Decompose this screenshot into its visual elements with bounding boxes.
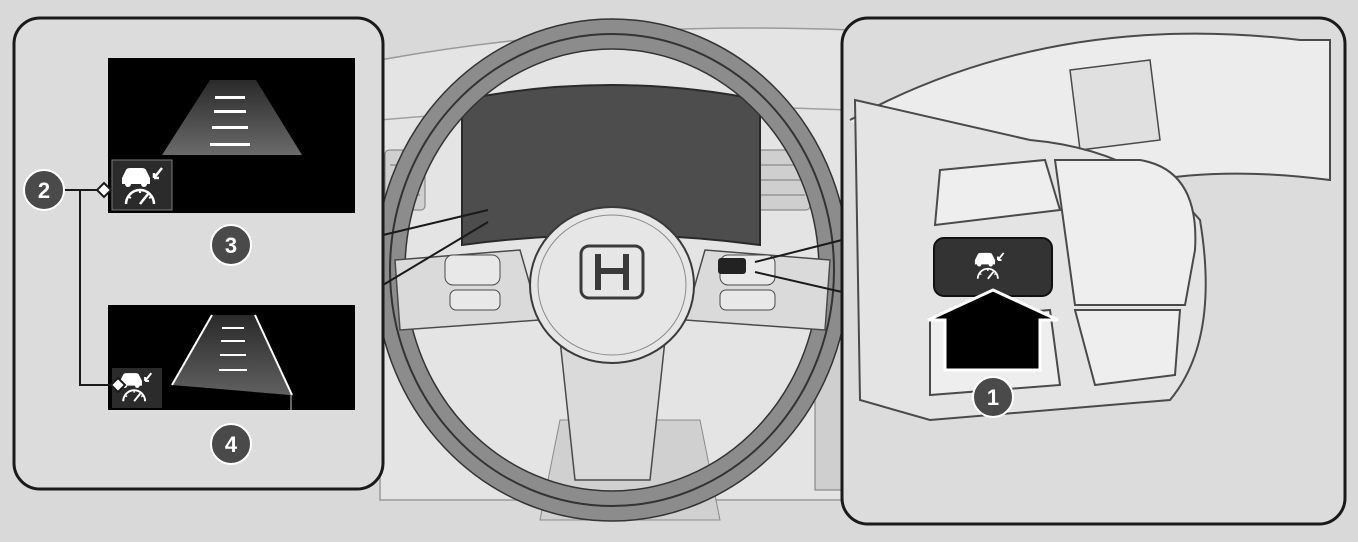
leader-line-cluster-top (382, 209, 489, 236)
left-inset-panel (12, 16, 385, 491)
instrument-cluster (461, 84, 761, 247)
callout-3-label: 3 (225, 233, 237, 258)
callout-2: 2 (23, 169, 65, 211)
callout-1: 1 (972, 376, 1014, 418)
right-inset-panel (840, 16, 1347, 526)
callout-3: 3 (210, 224, 252, 266)
honda-emblem-icon (579, 244, 645, 300)
leader-line-button-bottom (754, 271, 843, 293)
lkas-button (933, 237, 1053, 297)
callout-4: 4 (210, 423, 252, 465)
display-lkas-standby (108, 58, 355, 213)
lkas-button-small (718, 258, 746, 274)
callout-2-label: 2 (38, 178, 50, 203)
leader-line-button-top (754, 239, 843, 263)
arrow-up-icon (927, 288, 1059, 372)
callout-4-label: 4 (225, 432, 238, 457)
steering-wheel (374, 18, 850, 522)
callout-1-label: 1 (987, 385, 999, 410)
display-lkas-active (108, 305, 355, 410)
leader-line-cluster-bottom (382, 221, 489, 286)
